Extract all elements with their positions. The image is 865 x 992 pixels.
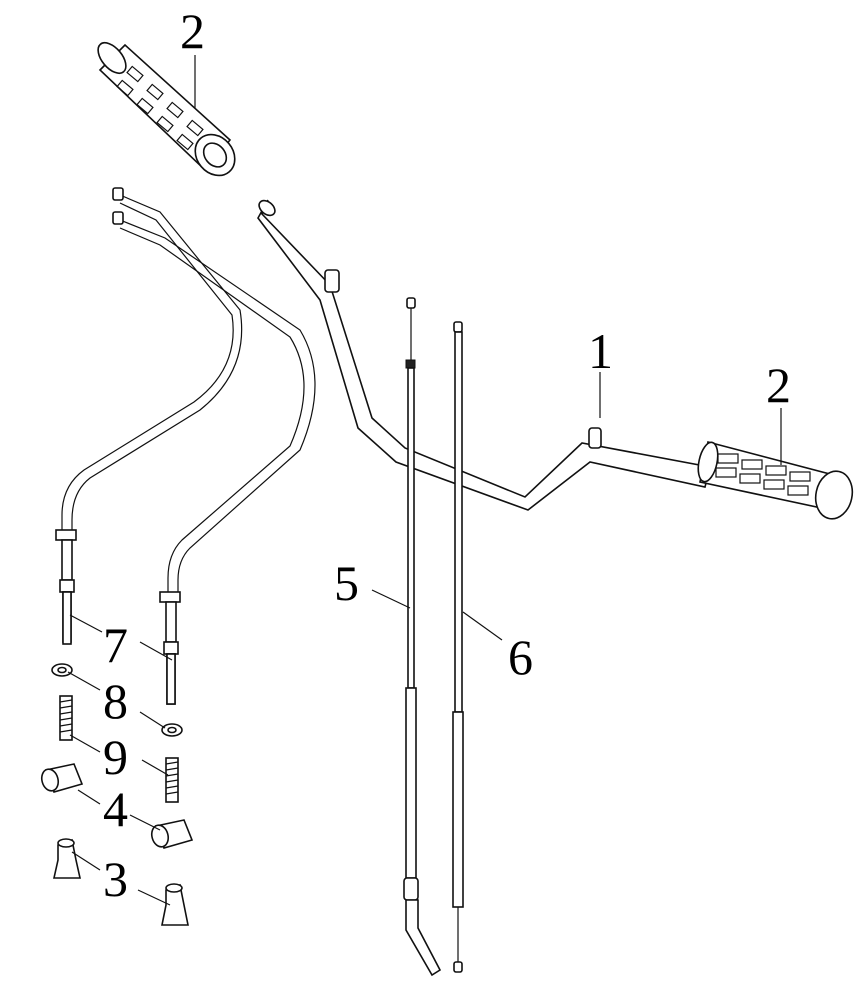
leader-lines — [67, 55, 782, 906]
callout-9-spring: 9 — [103, 729, 128, 785]
callout-4-nut-sleeve: 4 — [103, 781, 128, 837]
handlebar — [257, 199, 711, 511]
callout-6-cable: 6 — [508, 629, 533, 685]
cable-5 — [403, 297, 442, 977]
callout-2-right-grip: 2 — [766, 357, 791, 413]
clamps — [53, 838, 189, 926]
throttle-cable-outer — [55, 187, 243, 643]
callout-5-cable: 5 — [334, 555, 359, 611]
callout-8-lock-washer: 8 — [103, 673, 128, 729]
grip-right — [697, 441, 854, 520]
nut-sleeves — [40, 763, 194, 849]
callout-2-top-grip: 2 — [180, 3, 205, 59]
throttle-cable-inner — [112, 211, 316, 705]
callout-1-handlebar: 1 — [588, 323, 613, 379]
callout-7-adjuster-bolt: 7 — [103, 617, 128, 673]
springs — [59, 695, 179, 803]
adjuster-bolts — [62, 591, 176, 705]
lock-washers — [51, 663, 183, 737]
grip-top — [97, 41, 236, 177]
cable-6 — [452, 321, 464, 973]
callout-3-clamp: 3 — [103, 851, 128, 907]
